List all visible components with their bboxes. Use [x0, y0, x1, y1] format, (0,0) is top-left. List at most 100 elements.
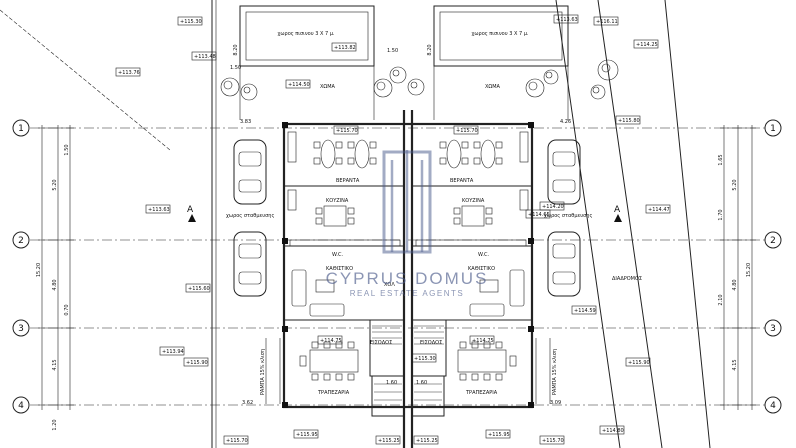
right-pool-label: χωρος πισινου 3 Χ 7 μ. — [471, 31, 528, 37]
right-dimension-chain: 15.20 5.20 4.80 4.15 1.65 1.70 2.10 — [718, 125, 756, 410]
elevation-19: +115.30 — [414, 356, 436, 362]
watermark-logo-icon — [382, 150, 432, 254]
elevation-13: +115.90 — [186, 360, 208, 366]
dim-bottom-left: 3.62 — [242, 400, 253, 406]
dining-furniture-right — [457, 341, 517, 381]
car-top-right — [547, 139, 581, 205]
parking-label-left: χωρος σταθμευσης — [226, 213, 274, 219]
dim-top-left: 3.83 — [240, 119, 251, 125]
kitchen-table-left — [315, 205, 355, 227]
dim-gap-top: 1.50 — [387, 48, 398, 54]
watermark-tagline: REAL ESTATE AGENTS — [350, 289, 464, 298]
elevation-21: +115.25 — [416, 438, 438, 444]
car-mid-right — [547, 231, 581, 297]
elevation-24: +115.95 — [296, 432, 318, 438]
elevation-14: +115.90 — [628, 360, 650, 366]
axis-label-2-left: 2 — [18, 236, 24, 246]
elevation-11: +114.20 — [542, 204, 564, 210]
living-furniture-left — [291, 269, 345, 317]
ramp-label-left: ΡΑΜΠΑ 15% κλιση — [260, 349, 266, 395]
elevation-23: +115.70 — [542, 438, 564, 444]
elevation-28: +114.25 — [636, 42, 658, 48]
ramp-label-right: ΡΑΜΠΑ 15% κλιση — [552, 349, 558, 395]
elevation-16: +114.59 — [574, 308, 596, 314]
elevation-17: +114.75 — [320, 338, 342, 344]
kitchen-label-left: ΚΟΥΖΙΝΑ — [326, 198, 349, 204]
elevation-30: +113.63 — [556, 17, 578, 23]
elevation-26: +114.80 — [602, 428, 624, 434]
dim-right-e: 1.70 — [718, 209, 724, 220]
dim-gap-right: 1.60 — [416, 380, 427, 386]
elevation-5: +114.50 — [288, 82, 310, 88]
left-pool-area: χωρος πισινου 3 Χ 7 μ. 8.20 — [233, 5, 375, 120]
left-pool-label: χωρος πισινου 3 Χ 7 μ. — [277, 31, 334, 37]
axis-label-4-right: 4 — [770, 401, 776, 411]
section-mark-right: A — [614, 205, 621, 215]
elevation-25: +115.95 — [488, 432, 510, 438]
elevation-9: +115.60 — [188, 286, 210, 292]
kitchen-label-right: ΚΟΥΖΙΝΑ — [462, 198, 485, 204]
dim-gap-left: 1.60 — [386, 380, 397, 386]
veranda-furniture-right — [439, 139, 503, 169]
axis-label-1-left: 1 — [18, 124, 24, 134]
watermark: CYPRUS DOMUS REAL ESTATE AGENTS — [326, 150, 486, 298]
dim-right-f: 2.10 — [718, 294, 724, 305]
dim-pool-right: 8.20 — [427, 44, 433, 55]
entrance-label-left: ΕΙΣΟΔΟΣ — [370, 340, 392, 346]
dim-pool-gap-left: 1.50 — [230, 65, 241, 71]
left-xoma-label: ΧΩΜΑ — [320, 84, 336, 90]
kitchen-table-right — [453, 205, 493, 227]
veranda-label-right: ΒΕΡΑΝΤΑ — [450, 178, 474, 184]
car-top-left — [233, 139, 267, 205]
entrance-label-right: ΕΙΣΟΔΟΣ — [420, 340, 442, 346]
axis-label-3-left: 3 — [18, 324, 24, 334]
elevation-27: +114.65 — [528, 212, 550, 218]
dim-right-a: 5.20 — [732, 179, 738, 190]
elevation-10: +114.47 — [648, 207, 670, 213]
elevation-2: +113.48 — [194, 54, 216, 60]
corridor-label: ΔΙΑΔΡΟΜΟΣ — [612, 276, 642, 282]
parking-label-right: χωρος σταθμευσης — [544, 213, 592, 219]
elevation-8: +113.63 — [148, 207, 170, 213]
elevation-15: +115.80 — [618, 118, 640, 124]
right-pool-area: χωρος πισινου 3 Χ 7 μ. 8.20 — [427, 5, 569, 120]
elevation-20: +115.25 — [378, 438, 400, 444]
elevation-7: +115.70 — [456, 128, 478, 134]
elevation-4: +113.82 — [334, 45, 356, 51]
axis-label-1-right: 1 — [770, 124, 776, 134]
dim-left-f: 0.70 — [64, 304, 70, 315]
veranda-furniture-left — [313, 139, 377, 169]
dim-right-b: 4.80 — [732, 279, 738, 290]
ramp-right — [535, 338, 551, 404]
dim-top-right: 4.26 — [560, 119, 571, 125]
trees — [220, 59, 619, 101]
right-xoma-label: ΧΩΜΑ — [485, 84, 501, 90]
dim-bottom-right: 3.09 — [550, 400, 561, 406]
living-label-right: ΚΑΘΙΣΤΙΚΟ — [468, 266, 495, 272]
elevation-1: +115.30 — [180, 19, 202, 25]
central-stairs — [372, 325, 444, 401]
dim-pool-left: 8.20 — [233, 44, 239, 55]
elevation-3: +113.76 — [118, 70, 140, 76]
elevation-markers: +115.30 +113.48 +113.76 +113.82 +114.50 … — [115, 14, 671, 445]
section-mark-left: A — [187, 205, 194, 215]
living-label-left: ΚΑΘΙΣΤΙΚΟ — [326, 266, 353, 272]
grid-lines — [30, 127, 766, 406]
elevation-12: +113.94 — [162, 349, 184, 355]
elevation-18: +114.75 — [472, 338, 494, 344]
elevation-29: +116.11 — [596, 19, 618, 25]
dim-right-total: 15.20 — [746, 263, 752, 277]
wc-label-left: W.C. — [332, 252, 343, 258]
elevation-22: +115.70 — [226, 438, 248, 444]
dining-label-right: ΤΡΑΠΕΖΑΡΙΑ — [465, 390, 498, 396]
dim-left-b: 4.80 — [52, 279, 58, 290]
axis-label-2-right: 2 — [770, 236, 776, 246]
axis-label-3-right: 3 — [770, 324, 776, 334]
left-dimension-chain: 15.20 5.20 4.80 4.15 1.20 1.50 0.70 — [36, 125, 74, 431]
dining-label-left: ΤΡΑΠΕΖΑΡΙΑ — [317, 390, 350, 396]
axis-label-4-left: 4 — [18, 401, 24, 411]
dim-right-c: 4.15 — [732, 359, 738, 370]
plot-boundaries — [0, 0, 711, 448]
veranda-label-left: ΒΕΡΑΝΤΑ — [336, 178, 360, 184]
